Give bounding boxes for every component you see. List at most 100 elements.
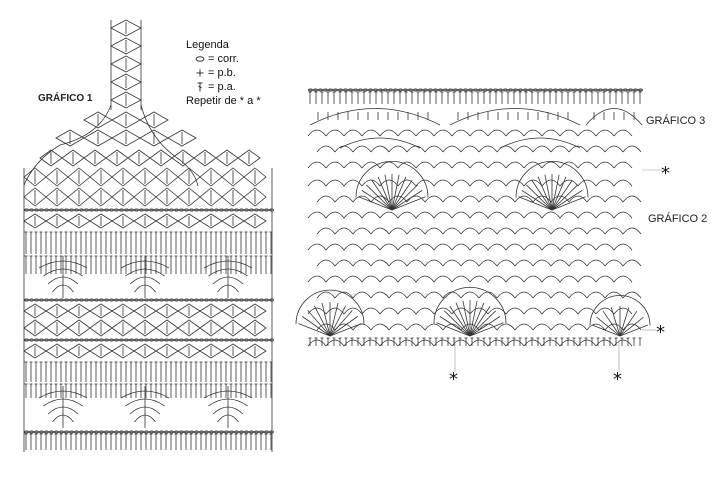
chain-loop	[595, 129, 615, 137]
chain-loop	[370, 227, 390, 235]
fan-stitch	[469, 306, 491, 337]
fan-stitch	[329, 310, 353, 337]
chain-loop	[523, 211, 543, 219]
chain-loop	[478, 259, 498, 267]
chain-loop	[397, 339, 417, 347]
chain-loop	[352, 195, 372, 203]
chain-loop	[325, 243, 345, 251]
repeat-star-marker: *	[449, 369, 458, 390]
chain-stitch	[109, 298, 114, 302]
chain-loop	[613, 243, 633, 251]
fan-stitch	[551, 184, 579, 211]
chain-loop	[514, 291, 534, 299]
strap-edge	[110, 20, 142, 110]
chain-stitch	[144, 338, 149, 342]
chain-loop	[415, 161, 435, 169]
chain-loop	[460, 227, 480, 235]
chain-stitch	[244, 338, 249, 342]
fan-stitch	[619, 316, 644, 337]
chain-loop	[424, 291, 444, 299]
chain-loop	[604, 227, 624, 235]
chain-stitch	[64, 298, 69, 302]
chain-loop	[361, 129, 381, 137]
chain-stitch	[373, 88, 378, 92]
chain-loop	[424, 145, 444, 153]
chain-stitch	[54, 208, 59, 212]
diamond-motif	[83, 111, 113, 129]
fan-stitch	[551, 180, 573, 211]
chain-stitch	[84, 338, 89, 342]
chain-loop	[460, 291, 480, 299]
chain-stitch	[189, 208, 194, 212]
diamond-motif	[55, 129, 85, 147]
diamond-motif	[45, 343, 69, 359]
chain-stitch	[249, 430, 254, 434]
legend-item-double-crochet-text: = p.a.	[208, 81, 236, 93]
chain-stitch	[49, 430, 54, 434]
chain-loop	[460, 145, 480, 153]
chain-stitch	[59, 208, 64, 212]
chain-stitch	[79, 208, 84, 212]
diamond-motif	[139, 111, 169, 129]
chain-loop	[388, 323, 408, 331]
chain-loop	[397, 307, 417, 315]
fan-stitch	[469, 300, 478, 337]
chain-loop	[469, 339, 489, 347]
diamond-motif	[45, 213, 69, 229]
diamond-motif	[133, 319, 157, 337]
diamond-motif	[243, 319, 267, 337]
chain-stitch	[189, 298, 194, 302]
chain-loop	[568, 291, 588, 299]
chain-loop	[316, 195, 336, 203]
chain-loop	[541, 211, 561, 219]
diamond-motif	[111, 213, 135, 229]
chain-loop	[361, 307, 381, 315]
legend-item-double-crochet: = p.a.	[186, 80, 261, 94]
diamond-motif	[89, 167, 113, 187]
repeat-star-marker: *	[661, 163, 670, 184]
chain-stitch	[29, 430, 34, 434]
chain-stitch	[39, 338, 44, 342]
chain-stitch	[104, 338, 109, 342]
chain-stitch	[563, 88, 568, 92]
chain-loop	[469, 129, 489, 137]
chain-loop	[604, 195, 624, 203]
chain-stitch	[348, 88, 353, 92]
chain-loop	[370, 145, 390, 153]
armhole-curve	[140, 104, 199, 187]
chain-loop	[361, 211, 381, 219]
chart-2-label: GRÁFICO 2	[648, 213, 708, 225]
chain-stitch	[219, 208, 224, 212]
chain-stitch	[89, 298, 94, 302]
chain-stitch	[254, 430, 259, 434]
diamond-motif	[199, 343, 223, 359]
chain-stitch	[533, 88, 538, 92]
chain-loop	[397, 179, 417, 187]
chain-loop	[496, 323, 516, 331]
chain-stitch	[69, 338, 74, 342]
chain-loop	[334, 291, 354, 299]
chain-loop	[523, 243, 543, 251]
diamond-motif	[237, 149, 261, 167]
fan-stitch	[518, 196, 553, 211]
chain-loop	[532, 323, 552, 331]
chain-loop	[613, 339, 633, 347]
chain-loop	[595, 161, 615, 169]
chain-loop	[406, 195, 426, 203]
chain-stitch	[29, 208, 34, 212]
fan-stitch	[521, 190, 553, 211]
chain-loop	[523, 275, 543, 283]
chain-loop	[541, 129, 561, 137]
chain-loop	[559, 179, 579, 187]
chain-stitch	[234, 208, 239, 212]
chain-stitch	[239, 208, 244, 212]
chain-stitch	[154, 338, 159, 342]
chain-loop	[460, 195, 480, 203]
chain-loop	[379, 275, 399, 283]
chain-stitch	[134, 298, 139, 302]
chain-loop	[406, 291, 426, 299]
chain-stitch	[219, 298, 224, 302]
chain-stitch	[84, 430, 89, 434]
chain-stitch	[613, 88, 618, 92]
chain-stitch	[513, 88, 518, 92]
